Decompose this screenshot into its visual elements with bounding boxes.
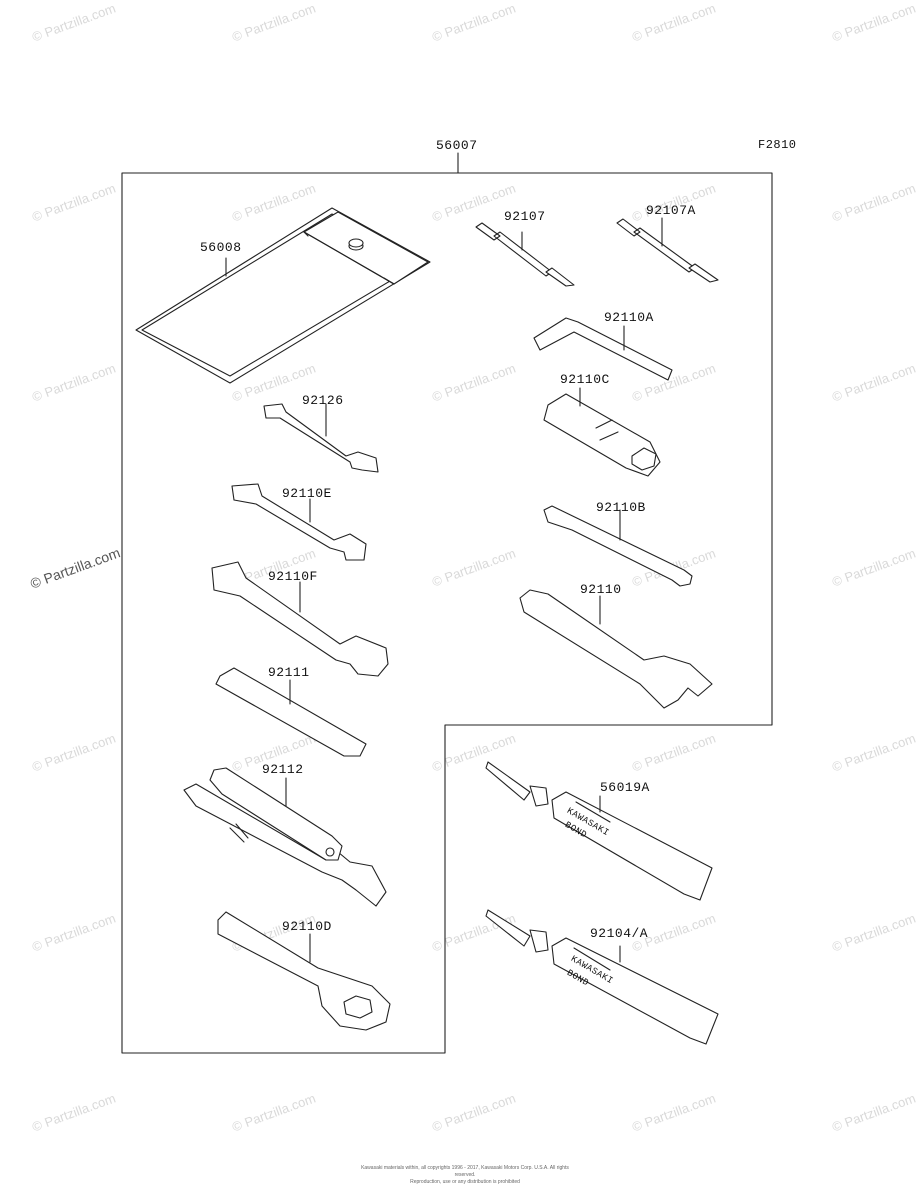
part-label-56019A: 56019A: [600, 780, 650, 795]
part-label-92110F: 92110F: [268, 569, 318, 584]
part-label-92110B: 92110B: [596, 500, 646, 515]
copyright-footer: Kawasaki materials within, all copyright…: [350, 1165, 580, 1186]
part-label-92107A: 92107A: [646, 203, 696, 218]
kit-code-label: 56007: [436, 138, 478, 153]
screwdriver-92107A-drawing: [616, 217, 719, 283]
bond-tube-56019A-drawing: [485, 761, 713, 901]
part-label-92110: 92110: [580, 582, 622, 597]
wrench-92110E-drawing: [231, 483, 367, 561]
part-label-92107: 92107: [504, 209, 546, 224]
wrench-92110F-drawing: [211, 561, 389, 677]
part-label-56008: 56008: [200, 240, 242, 255]
wrench-92110-drawing: [519, 589, 713, 709]
kit-outline: [121, 172, 773, 1054]
wrench-92126-drawing: [263, 403, 379, 473]
copyright-line: Kawasaki materials within, all copyright…: [361, 1165, 569, 1178]
ring-wrench-drawing: [217, 911, 391, 1031]
part-label-92110D: 92110D: [282, 919, 332, 934]
bond-tube-92104A-drawing: [485, 909, 719, 1045]
part-label-92110C: 92110C: [560, 372, 610, 387]
spanner-92110B-drawing: [543, 505, 693, 587]
pliers-drawing: [183, 767, 387, 907]
part-label-92112: 92112: [262, 762, 304, 777]
screwdriver-92107-drawing: [475, 222, 575, 287]
part-label-92104A: 92104/A: [590, 926, 649, 941]
copyright-line: Reproduction, use or any distribution is…: [410, 1179, 520, 1185]
tool-pouch-drawing: [135, 207, 431, 384]
hex-key-drawing: [533, 317, 673, 381]
part-label-92110A: 92110A: [604, 310, 654, 325]
plug-wrench-drawing: [543, 387, 661, 477]
handle-92111-drawing: [215, 667, 367, 757]
figure-code-label: F2810: [758, 138, 797, 152]
part-label-92126: 92126: [302, 393, 344, 408]
part-label-92111: 92111: [268, 665, 310, 680]
part-label-92110E: 92110E: [282, 486, 332, 501]
